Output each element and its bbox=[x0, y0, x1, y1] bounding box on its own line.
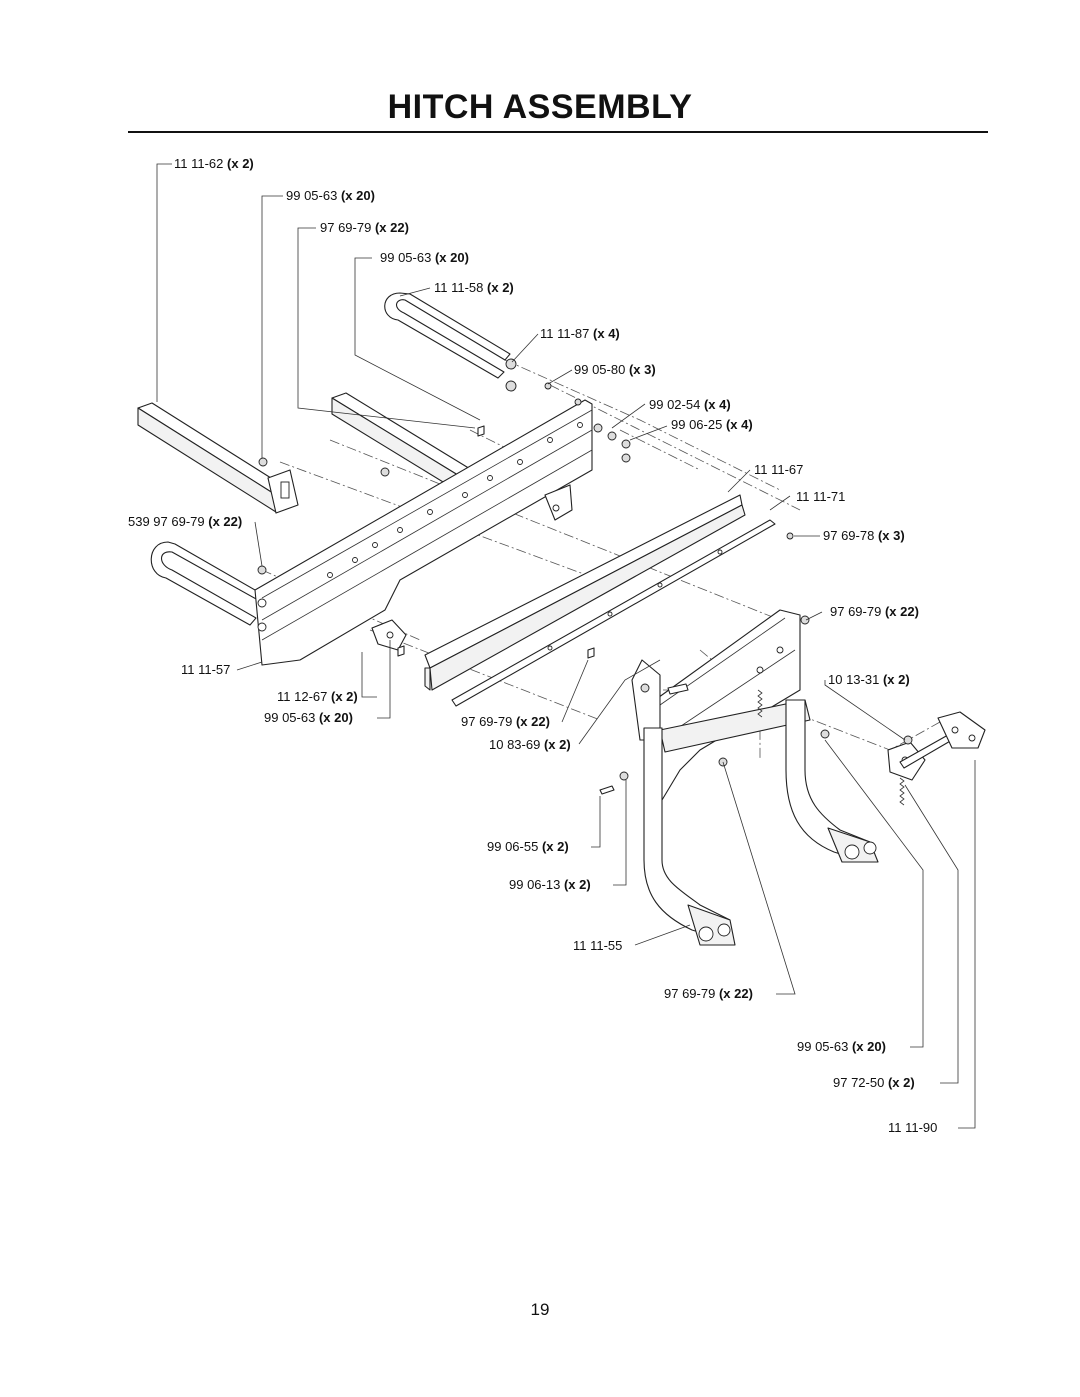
callout-97-69-79: 97 69-79 (x 22) bbox=[461, 714, 550, 729]
callout-11-11-55: 11 11-55 bbox=[573, 938, 623, 953]
main-frame-11-11-57 bbox=[254, 399, 593, 666]
callout-99-05-80: 99 05-80 (x 3) bbox=[574, 362, 656, 377]
callout-99-05-63: 99 05-63 (x 20) bbox=[264, 710, 353, 725]
callout-99-02-54: 99 02-54 (x 4) bbox=[649, 397, 731, 412]
callout-97-69-79: 97 69-79 (x 22) bbox=[664, 986, 753, 1001]
leg-left-11-11-55 bbox=[643, 727, 736, 946]
callout-11-11-57: 11 11-57 bbox=[181, 662, 231, 677]
callout-99-06-25: 99 06-25 (x 4) bbox=[671, 417, 753, 432]
flat-bar-11-11-71 bbox=[451, 519, 776, 707]
handle-tube-11-11-62 bbox=[137, 402, 299, 514]
u-bar-upper-11-11-58 bbox=[384, 292, 511, 379]
leader-lines bbox=[156, 163, 976, 1129]
bracket-11-12-67 bbox=[371, 619, 407, 651]
callout-99-05-63: 99 05-63 (x 20) bbox=[797, 1039, 886, 1054]
lift-link-11-11-90 bbox=[887, 711, 986, 781]
callout-97-69-79: 97 69-79 (x 22) bbox=[830, 604, 919, 619]
leg-right bbox=[785, 699, 879, 863]
callout-99-05-63: 99 05-63 (x 20) bbox=[380, 250, 469, 265]
callout-11-11-62: 11 11-62 (x 2) bbox=[174, 156, 254, 171]
callout-11-11-90: 11 11-90 bbox=[888, 1120, 938, 1135]
title-rule bbox=[128, 131, 988, 133]
page-number: 19 bbox=[530, 1300, 550, 1319]
angle-11-11-67 bbox=[424, 494, 746, 691]
callout-11-11-58: 11 11-58 (x 2) bbox=[434, 280, 514, 295]
spring-97-72-50 bbox=[757, 689, 905, 806]
callout-11-11-87: 11 11-87 (x 4) bbox=[540, 326, 620, 341]
callout-97-69-79: 97 69-79 (x 22) bbox=[320, 220, 409, 235]
callout-99-06-13: 99 06-13 (x 2) bbox=[509, 877, 591, 892]
callout-10-83-69: 10 83-69 (x 2) bbox=[489, 737, 571, 752]
u-bar-lower bbox=[150, 541, 263, 626]
callout-10-13-31: 10 13-31 (x 2) bbox=[828, 672, 910, 687]
callout-11-11-67: 11 11-67 bbox=[754, 462, 804, 477]
callout-99-06-55: 99 06-55 (x 2) bbox=[487, 839, 569, 854]
callout-97-72-50: 97 72-50 (x 2) bbox=[833, 1075, 915, 1090]
callout-99-05-63: 99 05-63 (x 20) bbox=[286, 188, 375, 203]
callout-539-97-69-79: 539 97 69-79 (x 22) bbox=[128, 514, 243, 529]
callout-11-12-67: 11 12-67 (x 2) bbox=[277, 689, 358, 704]
page-title: HITCH ASSEMBLY bbox=[387, 88, 693, 126]
rear-frame-10-83-69 bbox=[631, 609, 811, 811]
fasteners bbox=[257, 358, 913, 795]
callout-97-69-78: 97 69-78 (x 3) bbox=[823, 528, 905, 543]
callout-11-11-71: 11 11-71 bbox=[796, 489, 846, 504]
